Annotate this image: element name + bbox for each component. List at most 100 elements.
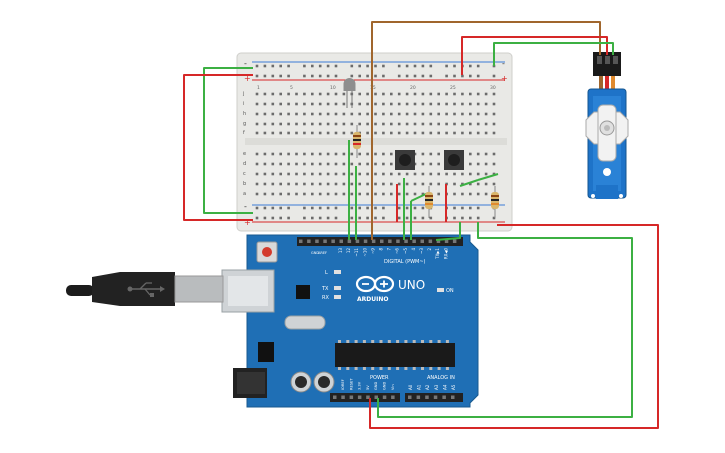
breadboard-hole[interactable] (334, 131, 338, 135)
breadboard-hole[interactable] (303, 172, 306, 176)
breadboard-hole[interactable] (382, 162, 385, 166)
wire-button2-bridge[interactable] (459, 179, 479, 187)
rail-hole[interactable] (374, 64, 377, 68)
header-pin[interactable] (416, 395, 421, 400)
breadboard-hole[interactable] (469, 92, 472, 96)
breadboard-hole[interactable] (303, 131, 306, 135)
breadboard-hole[interactable] (461, 122, 464, 126)
rail-hole[interactable] (358, 216, 361, 220)
breadboard-hole[interactable] (358, 122, 361, 126)
breadboard-hole[interactable] (358, 182, 361, 186)
breadboard-hole[interactable] (326, 92, 330, 96)
breadboard-hole[interactable] (484, 192, 488, 196)
breadboard-hole[interactable] (382, 131, 385, 135)
rail-hole[interactable] (318, 206, 322, 210)
breadboard-hole[interactable] (263, 112, 267, 116)
breadboard-hole[interactable] (397, 182, 401, 186)
breadboard-hole[interactable] (318, 162, 322, 166)
header-pin[interactable] (412, 239, 416, 244)
rail-hole[interactable] (263, 216, 267, 220)
breadboard-hole[interactable] (437, 162, 440, 166)
breadboard-hole[interactable] (311, 162, 314, 166)
breadboard-hole[interactable] (279, 112, 282, 116)
rail-hole[interactable] (326, 74, 330, 78)
breadboard-hole[interactable] (484, 162, 488, 166)
breadboard-hole[interactable] (366, 102, 369, 106)
rail-hole[interactable] (263, 64, 267, 68)
breadboard-hole[interactable] (476, 92, 480, 96)
rail-hole[interactable] (461, 74, 464, 78)
header-pin[interactable] (404, 239, 408, 244)
breadboard-hole[interactable] (382, 192, 385, 196)
breadboard-hole[interactable] (390, 172, 393, 176)
breadboard-hole[interactable] (453, 112, 456, 116)
breadboard-hole[interactable] (374, 152, 377, 156)
breadboard-hole[interactable] (421, 122, 425, 126)
breadboard-hole[interactable] (413, 192, 417, 196)
breadboard-hole[interactable] (469, 122, 472, 126)
breadboard-hole[interactable] (295, 182, 298, 186)
breadboard-hole[interactable] (358, 102, 361, 106)
breadboard-hole[interactable] (484, 122, 488, 126)
breadboard-hole[interactable] (271, 92, 275, 96)
breadboard-hole[interactable] (382, 182, 385, 186)
breadboard-hole[interactable] (326, 172, 330, 176)
breadboard-hole[interactable] (350, 182, 354, 186)
breadboard-hole[interactable] (390, 112, 393, 116)
breadboard-hole[interactable] (469, 172, 472, 176)
breadboard-hole[interactable] (484, 172, 488, 176)
rail-hole[interactable] (453, 216, 456, 220)
header-pin[interactable] (452, 239, 457, 244)
rail-hole[interactable] (382, 64, 385, 68)
breadboard-hole[interactable] (445, 112, 448, 116)
breadboard-hole[interactable] (263, 122, 267, 126)
rail-hole[interactable] (397, 216, 401, 220)
breadboard-hole[interactable] (334, 102, 338, 106)
breadboard-hole[interactable] (476, 131, 480, 135)
header-pin[interactable] (382, 395, 387, 400)
rail-hole[interactable] (429, 216, 433, 220)
rail-hole[interactable] (334, 64, 338, 68)
breadboard-hole[interactable] (429, 152, 433, 156)
rail-hole[interactable] (476, 216, 480, 220)
rail-hole[interactable] (421, 206, 425, 210)
rail-hole[interactable] (350, 206, 354, 210)
rail-hole[interactable] (492, 74, 496, 78)
rail-hole[interactable] (287, 216, 290, 220)
breadboard-hole[interactable] (303, 122, 306, 126)
breadboard-hole[interactable] (271, 162, 275, 166)
rail-hole[interactable] (334, 206, 338, 210)
breadboard-hole[interactable] (311, 152, 314, 156)
header-pin[interactable] (363, 239, 368, 244)
breadboard-hole[interactable] (295, 162, 298, 166)
rail-hole[interactable] (405, 74, 409, 78)
breadboard-hole[interactable] (263, 131, 267, 135)
resistor-1[interactable] (353, 125, 361, 158)
breadboard-hole[interactable] (303, 112, 306, 116)
breadboard-hole[interactable] (492, 102, 496, 106)
breadboard-hole[interactable] (484, 102, 488, 106)
breadboard-hole[interactable] (437, 92, 440, 96)
breadboard-hole[interactable] (311, 122, 314, 126)
breadboard-hole[interactable] (326, 102, 330, 106)
breadboard-hole[interactable] (469, 112, 472, 116)
header-pin[interactable] (366, 395, 370, 400)
breadboard-hole[interactable] (295, 131, 298, 135)
breadboard-hole[interactable] (279, 192, 282, 196)
breadboard-hole[interactable] (311, 112, 314, 116)
wire-5v-left[interactable] (183, 74, 253, 221)
rail-hole[interactable] (366, 74, 369, 78)
rail-hole[interactable] (366, 64, 369, 68)
breadboard-hole[interactable] (445, 172, 448, 176)
rail-hole[interactable] (311, 206, 314, 210)
header-pin[interactable] (357, 395, 362, 400)
breadboard-hole[interactable] (445, 122, 448, 126)
rail-hole[interactable] (445, 64, 448, 68)
rail-hole[interactable] (303, 74, 306, 78)
breadboard-hole[interactable] (476, 182, 480, 186)
breadboard-hole[interactable] (358, 172, 361, 176)
breadboard-hole[interactable] (326, 162, 330, 166)
rail-hole[interactable] (461, 206, 464, 210)
rail-hole[interactable] (429, 74, 433, 78)
rail-hole[interactable] (469, 74, 472, 78)
